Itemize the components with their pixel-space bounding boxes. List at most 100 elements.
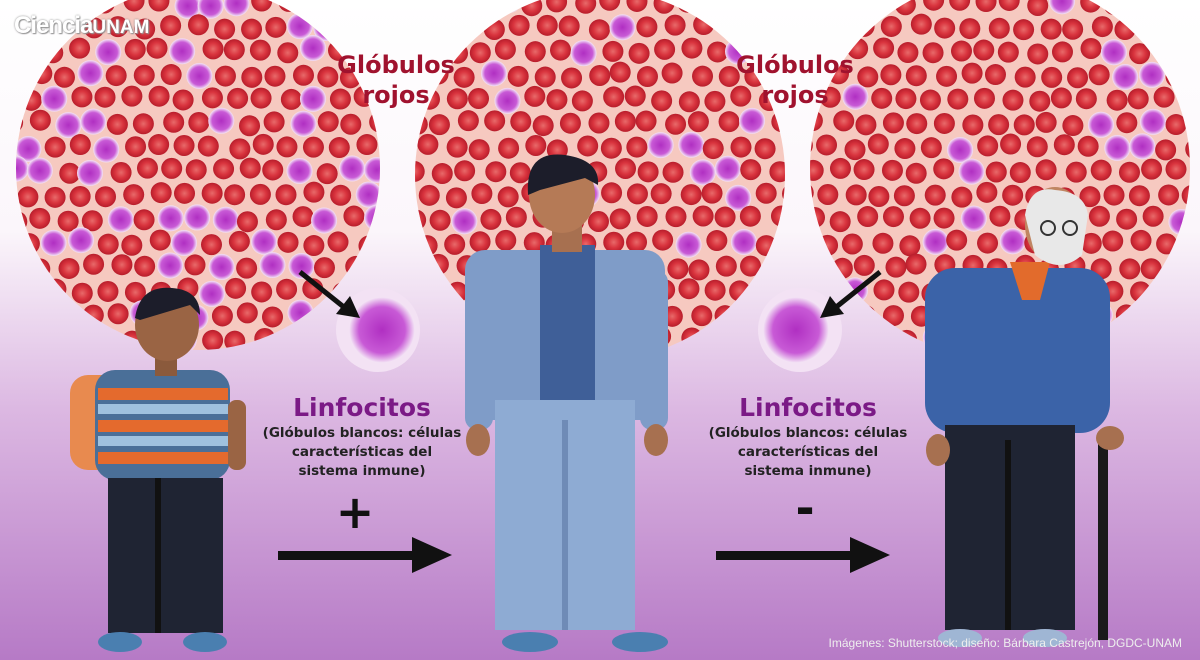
red-blood-cell bbox=[1050, 87, 1072, 109]
red-blood-cell bbox=[453, 18, 475, 40]
red-blood-cell bbox=[1119, 258, 1141, 280]
red-blood-cell bbox=[1165, 158, 1187, 180]
red-blood-cell bbox=[17, 186, 39, 208]
red-blood-cell bbox=[149, 229, 171, 251]
red-blood-cell bbox=[251, 0, 273, 12]
red-blood-cell bbox=[317, 66, 339, 88]
white-blood-cell bbox=[259, 251, 286, 278]
red-blood-cell bbox=[702, 138, 724, 160]
red-blood-cell bbox=[961, 62, 983, 84]
red-blood-cell bbox=[1166, 304, 1188, 326]
red-blood-cell bbox=[933, 207, 955, 229]
white-blood-cell bbox=[842, 83, 869, 110]
red-blood-cell bbox=[810, 0, 816, 13]
red-blood-cell bbox=[989, 205, 1011, 227]
red-blood-cell bbox=[161, 157, 183, 179]
red-blood-cell bbox=[687, 111, 709, 133]
red-blood-cell bbox=[950, 40, 972, 62]
red-blood-cell bbox=[988, 114, 1010, 136]
white-blood-cell bbox=[678, 131, 705, 158]
red-blood-cell bbox=[42, 42, 64, 64]
red-blood-cell bbox=[224, 330, 246, 350]
red-blood-cell bbox=[446, 88, 468, 110]
red-blood-cell bbox=[1130, 229, 1152, 251]
red-blood-cell bbox=[125, 136, 147, 158]
red-blood-cell bbox=[29, 207, 51, 229]
white-blood-cell bbox=[365, 14, 380, 41]
red-blood-cell bbox=[107, 303, 129, 325]
red-blood-cell bbox=[1128, 185, 1150, 207]
red-blood-cell bbox=[369, 254, 380, 276]
red-blood-cell bbox=[106, 113, 128, 135]
red-blood-cell bbox=[421, 0, 443, 15]
red-blood-cell bbox=[16, 211, 28, 233]
red-blood-cell bbox=[228, 230, 250, 252]
white-blood-cell bbox=[1168, 208, 1190, 235]
red-blood-cell bbox=[201, 182, 223, 204]
red-blood-cell bbox=[601, 182, 623, 204]
red-blood-cell bbox=[783, 0, 785, 13]
red-blood-cell bbox=[69, 134, 91, 156]
red-blood-cell bbox=[188, 111, 210, 133]
red-blood-cell bbox=[390, 134, 411, 155]
red-blood-cell bbox=[899, 235, 921, 257]
red-blood-cell bbox=[524, 85, 546, 107]
red-blood-cell bbox=[662, 161, 684, 183]
red-blood-cell bbox=[416, 278, 438, 300]
white-blood-cell bbox=[16, 303, 30, 330]
red-blood-cell bbox=[691, 305, 713, 327]
white-blood-cell bbox=[494, 87, 521, 114]
red-blood-cell bbox=[71, 86, 93, 108]
red-blood-cell bbox=[947, 88, 969, 110]
red-blood-cell bbox=[810, 159, 824, 181]
red-blood-cell bbox=[559, 112, 581, 134]
red-blood-cell bbox=[1114, 19, 1136, 41]
red-blood-cell bbox=[277, 231, 299, 253]
red-blood-cell bbox=[1155, 139, 1177, 161]
red-blood-cell bbox=[236, 257, 258, 279]
red-blood-cell bbox=[756, 0, 778, 12]
red-blood-cell bbox=[469, 42, 491, 64]
red-blood-cell bbox=[885, 256, 907, 278]
red-blood-cell bbox=[211, 305, 233, 327]
red-blood-cell bbox=[495, 229, 517, 251]
red-blood-cell bbox=[1062, 115, 1084, 137]
white-blood-cell bbox=[208, 107, 235, 134]
red-blood-cell bbox=[1180, 42, 1190, 64]
red-blood-cell bbox=[997, 41, 1019, 63]
red-blood-cell bbox=[817, 234, 839, 256]
red-blood-cell bbox=[123, 0, 145, 12]
red-blood-cell bbox=[468, 88, 490, 110]
red-blood-cell bbox=[227, 87, 249, 109]
pointer-arrow-2 bbox=[820, 270, 882, 318]
red-blood-cell bbox=[1002, 184, 1024, 206]
red-blood-cell bbox=[69, 37, 91, 59]
red-blood-cell bbox=[624, 85, 646, 107]
red-blood-cell bbox=[202, 329, 224, 350]
red-blood-cell bbox=[134, 255, 156, 277]
red-blood-cell bbox=[817, 183, 839, 205]
red-blood-cell bbox=[705, 0, 727, 12]
white-blood-cell bbox=[0, 180, 15, 206]
red-blood-cell bbox=[252, 133, 274, 155]
red-blood-cell bbox=[603, 231, 625, 253]
red-blood-cell bbox=[882, 305, 904, 327]
red-blood-cell bbox=[148, 134, 170, 156]
red-blood-cell bbox=[277, 42, 299, 64]
red-blood-cell bbox=[1051, 41, 1073, 63]
red-blood-cell bbox=[1009, 162, 1031, 184]
white-blood-cell bbox=[958, 158, 985, 185]
red-blood-cell bbox=[523, 232, 545, 254]
red-blood-cell bbox=[1140, 258, 1162, 280]
red-blood-cell bbox=[249, 39, 271, 61]
red-blood-cell bbox=[1116, 112, 1138, 134]
red-blood-cell bbox=[280, 88, 302, 110]
red-blood-cell bbox=[550, 39, 572, 61]
red-blood-cell bbox=[265, 209, 287, 231]
white-blood-cell bbox=[1138, 61, 1165, 88]
red-blood-cell bbox=[857, 206, 879, 228]
red-blood-cell bbox=[810, 256, 827, 278]
white-blood-cell bbox=[299, 85, 326, 112]
white-blood-cell bbox=[169, 38, 196, 65]
